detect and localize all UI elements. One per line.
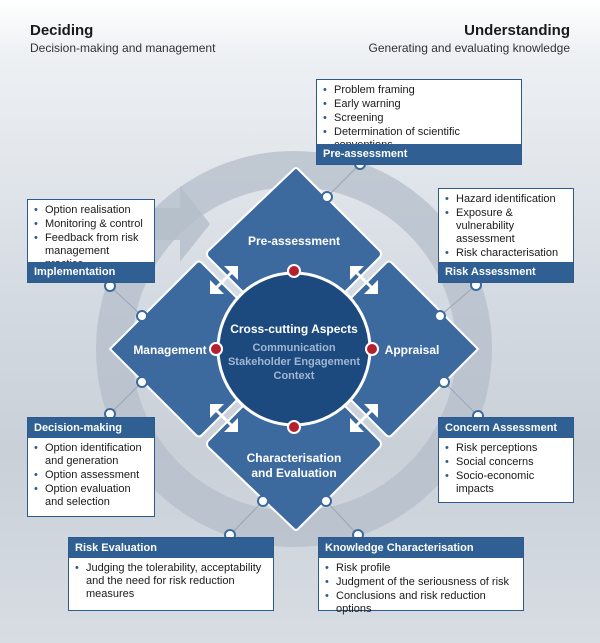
list-item: Early warning (323, 98, 515, 111)
list-item: Risk profile (325, 562, 517, 575)
arrow-heads (210, 266, 378, 432)
center-item-communication: Communication (252, 342, 336, 354)
list-item: Judgment of the seriousness of risk (325, 576, 517, 589)
understanding-title: Understanding (464, 22, 570, 39)
understanding-subtitle: Generating and evaluating knowledge (368, 41, 570, 55)
pre-assessment-box-title: Pre-assessment (317, 144, 521, 164)
segment-label-management: Management (133, 343, 207, 357)
list-item: Option assessment (34, 469, 148, 482)
red-dots (209, 264, 379, 434)
knowledge-characterisation-box-title: Knowledge Characterisation (319, 538, 523, 558)
risk-assessment-box: Hazard identification Exposure & vulnera… (438, 188, 574, 283)
list-item: Conclusions and risk reduction options (325, 590, 517, 616)
center-title: Cross-cutting Aspects (230, 322, 358, 336)
list-item: Option evaluation and selection (34, 483, 148, 509)
pre-assessment-box: Problem framing Early warning Screening … (316, 79, 522, 165)
concern-assessment-box: Concern Assessment Risk perceptions Soci… (438, 417, 574, 503)
list-item: Monitoring & control (34, 218, 148, 231)
list-item: Exposure & vulnerability assessment (445, 207, 567, 246)
center-item-stakeholder: Stakeholder Engagement (227, 356, 361, 368)
list-item: Problem framing (323, 84, 515, 97)
connector-lines (109, 163, 479, 536)
deciding-subtitle: Decision-making and management (30, 41, 216, 55)
risk-evaluation-box: Risk Evaluation Judging the tolerability… (68, 537, 274, 611)
segment-label-characterisation: Characterisation and Evaluation (234, 451, 354, 481)
implementation-box-title: Implementation (28, 262, 154, 282)
segment-label-pre-assessment: Pre-assessment (247, 234, 341, 248)
center-items: Communication Stakeholder Engagement Con… (214, 341, 374, 383)
risk-assessment-box-title: Risk Assessment (439, 262, 573, 282)
list-item: Option realisation (34, 204, 148, 217)
list-item: Risk characterisation (445, 247, 567, 260)
list-item: Socio-economic impacts (445, 470, 567, 496)
deciding-title: Deciding (30, 22, 94, 39)
list-item: Judging the tolerability, acceptability … (75, 562, 267, 601)
flow-arrows (212, 268, 376, 430)
center-item-context: Context (273, 370, 315, 382)
implementation-box: Option realisation Monitoring & control … (27, 199, 155, 283)
decision-making-box: Decision-making Option identification an… (27, 417, 155, 517)
risk-evaluation-box-title: Risk Evaluation (69, 538, 273, 558)
list-item: Screening (323, 112, 515, 125)
knowledge-characterisation-box: Knowledge Characterisation Risk profile … (318, 537, 524, 615)
decision-making-box-title: Decision-making (28, 418, 154, 438)
concern-assessment-box-title: Concern Assessment (439, 418, 573, 438)
segment-label-characterisation-line1: Characterisation (246, 451, 342, 465)
segment-label-appraisal: Appraisal (384, 343, 440, 357)
list-item: Hazard identification (445, 193, 567, 206)
segment-label-characterisation-line2: and Evaluation (251, 466, 337, 480)
list-item: Social concerns (445, 456, 567, 469)
list-item: Risk perceptions (445, 442, 567, 455)
list-item: Option identification and generation (34, 442, 148, 468)
